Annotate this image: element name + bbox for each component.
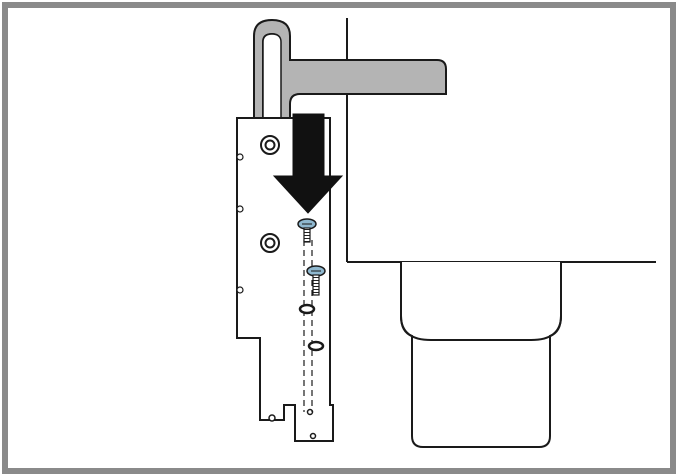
washer-icon [307, 340, 325, 352]
bracket-edge-dots [236, 153, 244, 294]
screw-icon [297, 218, 317, 243]
arrow-down-icon [272, 113, 344, 214]
leg-foot [400, 262, 562, 448]
washer-icon [298, 303, 316, 315]
assembly-guide-lines [303, 240, 313, 412]
bracket-hole-upper [260, 135, 280, 155]
bracket-slot-bottom [268, 408, 317, 440]
screw-icon [306, 265, 326, 296]
bracket-hole-lower [260, 233, 280, 253]
hinge-slot [262, 33, 282, 118]
